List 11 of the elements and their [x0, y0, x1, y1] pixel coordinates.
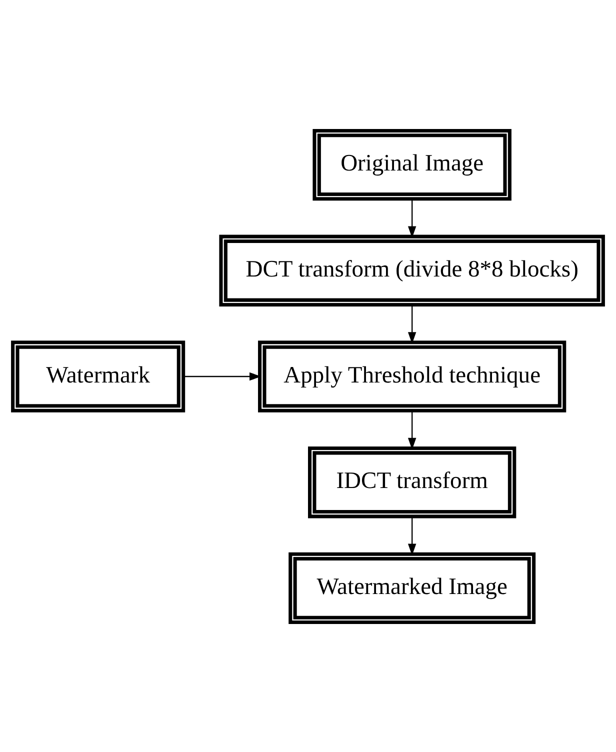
node-box: DCT transform (divide 8*8 blocks) — [219, 234, 605, 306]
node-box: Original Image — [312, 128, 512, 200]
node-box: Watermark — [11, 340, 186, 412]
arrow — [408, 304, 416, 344]
node-box: Watermarked Image — [288, 552, 536, 624]
arrow — [408, 516, 416, 556]
node-box: IDCT transform — [308, 446, 516, 518]
arrow — [408, 410, 416, 450]
arrow — [184, 372, 262, 380]
arrow — [408, 198, 416, 238]
node-box: Apply Threshold technique — [258, 340, 566, 412]
